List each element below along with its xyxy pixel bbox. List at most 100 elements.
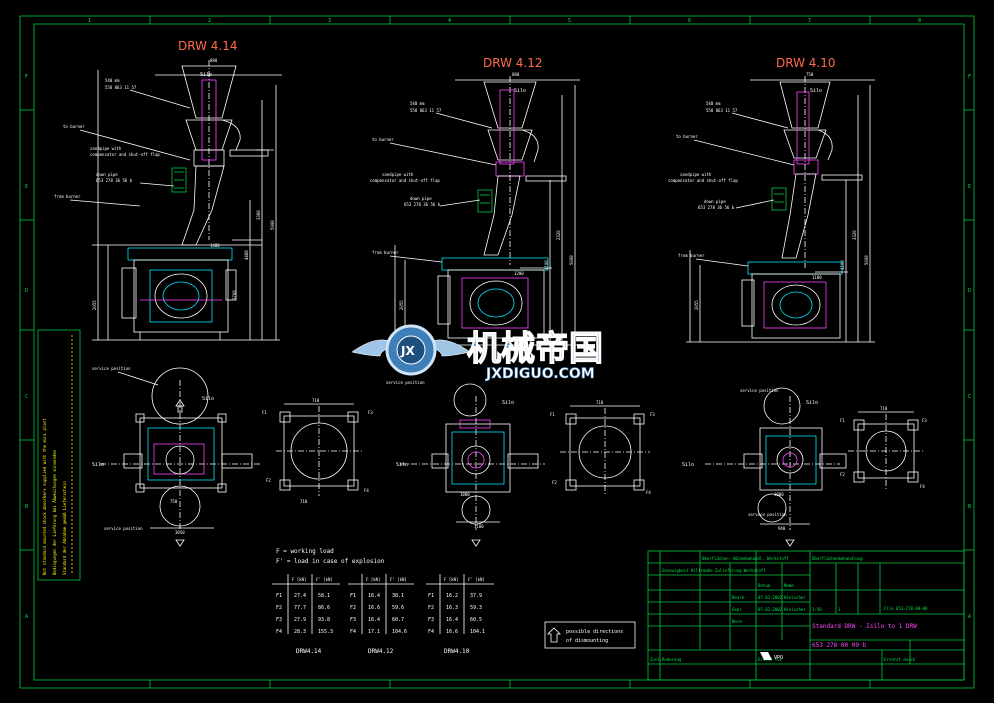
- dismount-note-line: of dismounting: [566, 638, 608, 644]
- border-number: 4: [448, 18, 451, 24]
- border-letter: C: [25, 394, 28, 400]
- table-cell: F1: [276, 593, 282, 599]
- dim-label: 4108: [544, 260, 549, 270]
- callout-label: compensator and shut-off flap: [668, 178, 738, 183]
- load-label: F4: [364, 488, 369, 493]
- sheet-inner-border: [33, 23, 965, 681]
- table-cell: 16.6: [446, 629, 458, 635]
- base-frame-drw-4-12: 710 F1 F3 F2 F4: [550, 400, 655, 496]
- centerline-label: Silo: [682, 462, 694, 468]
- border-number: 1: [88, 18, 91, 24]
- callout-label: 653 278 36 56 b: [404, 202, 441, 207]
- table-cell: 16.4: [368, 593, 380, 599]
- title-block-file: File 653-278-00-00: [884, 606, 928, 611]
- load-legend: F = working load F' = load in case of ex…: [276, 548, 385, 565]
- table-cell: 16.2: [446, 593, 458, 599]
- plan-view-drw-4-14: service position Silo Silo 3050 750 serv…: [92, 366, 260, 547]
- callout-label: down pipe: [704, 199, 726, 204]
- border-number: 8: [918, 18, 921, 24]
- load-label: F1: [840, 418, 845, 423]
- centerline-label: Silo: [202, 396, 214, 402]
- load-label: F2: [552, 480, 557, 485]
- callout-label: from burner: [54, 194, 81, 199]
- dim-label: 4108: [840, 260, 845, 270]
- callout-label: 540 mm: [105, 78, 120, 83]
- border-ticks: [20, 16, 974, 688]
- callout-label: from burner: [372, 250, 399, 255]
- table-cell: F3: [350, 617, 356, 623]
- drawing-title-drw-4-10: DRW 4.10: [776, 56, 836, 70]
- table-cell: 104.6: [392, 629, 407, 635]
- table-cell: 17.1: [368, 629, 380, 635]
- callout-label: from burner: [678, 253, 705, 258]
- dim-label: 2055: [694, 300, 699, 310]
- table-cell: 37.9: [470, 593, 482, 599]
- dim-label: 710: [312, 398, 320, 403]
- border-number: 3: [328, 18, 331, 24]
- table-cell: 27.9: [294, 617, 306, 623]
- table-cell: 58.1: [318, 593, 330, 599]
- dim-label: 2055: [92, 300, 97, 310]
- table-cell: 77.7: [294, 605, 306, 611]
- dim-label: 1400: [210, 243, 220, 248]
- callout-label: 558 863 11 57: [706, 108, 738, 113]
- callout-label: 558 863 11 57: [410, 108, 442, 113]
- table-cell: 27.4: [294, 593, 306, 599]
- dim-label: 750: [170, 499, 178, 504]
- centerline-label: Silo: [200, 72, 212, 78]
- title-block-sheet: 1: [838, 607, 841, 612]
- watermark: JX 机械帝国 JXDIGUO.COM: [351, 324, 604, 382]
- load-label: F3: [650, 412, 655, 417]
- load-table-drw-4-10: F [kN] F' [kN] F1 16.2 37.9 F2 16.3 59.3…: [426, 574, 494, 655]
- dim-label: 880: [210, 58, 218, 63]
- table-cell: 59.6: [392, 605, 404, 611]
- drawing-number: 653 278 00 00 b: [812, 642, 867, 649]
- callout-label: 540 mm: [706, 101, 721, 106]
- table-cell: F2: [428, 605, 434, 611]
- load-label: F2: [840, 472, 845, 477]
- centerline-label: Silo: [806, 400, 818, 406]
- drawing-title-drw-4-14: DRW 4.14: [178, 39, 238, 53]
- table-cell: F4: [428, 629, 434, 635]
- dim-label: 5008: [569, 255, 574, 265]
- table-cell: 28.3: [294, 629, 306, 635]
- table-cell: 59.3: [470, 605, 482, 611]
- load-table-drw-4-12: F [kN] F' [kN] F1 16.4 38.1 F2 16.6 59.6…: [348, 574, 414, 655]
- table-cell: 60.7: [392, 617, 404, 623]
- table-header: F [kN]: [366, 577, 380, 582]
- load-label: F2: [266, 478, 271, 483]
- table-caption: DRW4.14: [296, 648, 322, 655]
- dismount-note-line: possible directions: [566, 629, 623, 635]
- table-cell: 38.1: [392, 593, 404, 599]
- table-cell: F1: [350, 593, 356, 599]
- title-block-label: Norm: [732, 619, 742, 624]
- dim-label: 1180: [474, 524, 484, 529]
- border-letters: A B C D E F A B C D E F: [25, 74, 971, 620]
- load-table-drw-4-14: F [kN] F' [kN] F1 27.4 58.1 F2 77.7 86.6…: [272, 574, 340, 655]
- dim-label: 940: [778, 526, 786, 531]
- border-number: 5: [568, 18, 571, 24]
- callout-label: 558 863 11 57: [105, 85, 137, 90]
- table-cell: 155.3: [318, 629, 333, 635]
- table-cell: F4: [350, 629, 356, 635]
- border-letter: B: [968, 504, 971, 510]
- border-number: 2: [208, 18, 211, 24]
- callout-label: sandpipe with: [382, 172, 414, 177]
- dismount-arrow-icon: [547, 627, 561, 643]
- callout-label: 653 278 36 56 b: [96, 178, 133, 183]
- sidebar-note: Not standard mounted shock absorbers sup…: [42, 418, 47, 575]
- sheet-outer-border: [19, 15, 975, 689]
- border-letter: C: [968, 394, 971, 400]
- legend-line: F = working load: [276, 548, 334, 555]
- callout-label: to burner: [372, 137, 394, 142]
- load-label: F3: [368, 410, 373, 415]
- elevation-view-drw-4-14: 2055 3388 5908 4488 3768 880 1400: [54, 58, 282, 341]
- dim-label: 710: [880, 406, 888, 411]
- dismount-note: possible directions of dismounting: [544, 621, 636, 649]
- title-block-scale: 1:50: [812, 607, 822, 612]
- title-block-header: Genauigkeit Hilfsmaße Zulieferung Werkst…: [662, 568, 766, 573]
- callout-label: service position: [748, 512, 787, 517]
- centerline-label: Silo: [810, 88, 822, 94]
- callout-label: service position: [92, 366, 131, 371]
- title-block-header: Oberflächenbehandlung: [812, 556, 863, 561]
